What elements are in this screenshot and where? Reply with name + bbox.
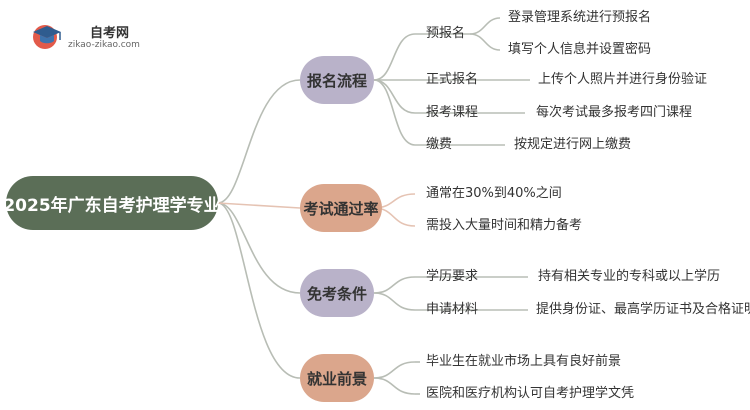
item-course-selection: 报考课程 (426, 105, 479, 120)
detail-related-diploma: 持有相关专业的专科或以上学历 (538, 269, 721, 284)
category-employment-prospects: 就业前景 (300, 354, 374, 402)
detail-upload-photo: 上传个人照片并进行身份验证 (538, 72, 708, 87)
detail-online-payment: 按规定进行网上缴费 (514, 137, 632, 152)
site-logo[interactable]: 自考网 zikao-zikao.com (30, 20, 160, 52)
item-education-requirement: 学历要求 (426, 269, 479, 284)
detail-max-four-courses: 每次考试最多报考四门课程 (536, 105, 693, 120)
logo-title: 自考网 (90, 26, 130, 41)
leaf-study-effort: 需投入大量时间和精力备考 (426, 218, 583, 233)
detail-required-documents: 提供身份证、最高学历证书及合格证明 (536, 302, 750, 317)
item-application-materials: 申请材料 (426, 302, 479, 317)
leaf-hospital-recognition: 医院和医疗机构认可自考护理学文凭 (426, 386, 635, 401)
leaf-pass-rate-range: 通常在30%到40%之间 (426, 186, 562, 201)
item-payment: 缴费 (426, 137, 453, 152)
leaf-job-market: 毕业生在就业市场上具有良好前景 (426, 354, 622, 369)
detail-fill-info: 填写个人信息并设置密码 (508, 42, 652, 57)
detail-login-system: 登录管理系统进行预报名 (508, 10, 652, 25)
item-formal-registration: 正式报名 (426, 72, 479, 87)
logo-url: zikao-zikao.com (68, 40, 140, 50)
graduation-cap-icon (33, 25, 61, 49)
root-node: 2025年广东自考护理学专业 (3, 176, 221, 230)
category-registration-process: 报名流程 (300, 56, 374, 104)
category-pass-rate: 考试通过率 (300, 184, 382, 232)
category-exemption-conditions: 免考条件 (300, 269, 374, 317)
item-pre-registration: 预报名 (426, 26, 466, 41)
